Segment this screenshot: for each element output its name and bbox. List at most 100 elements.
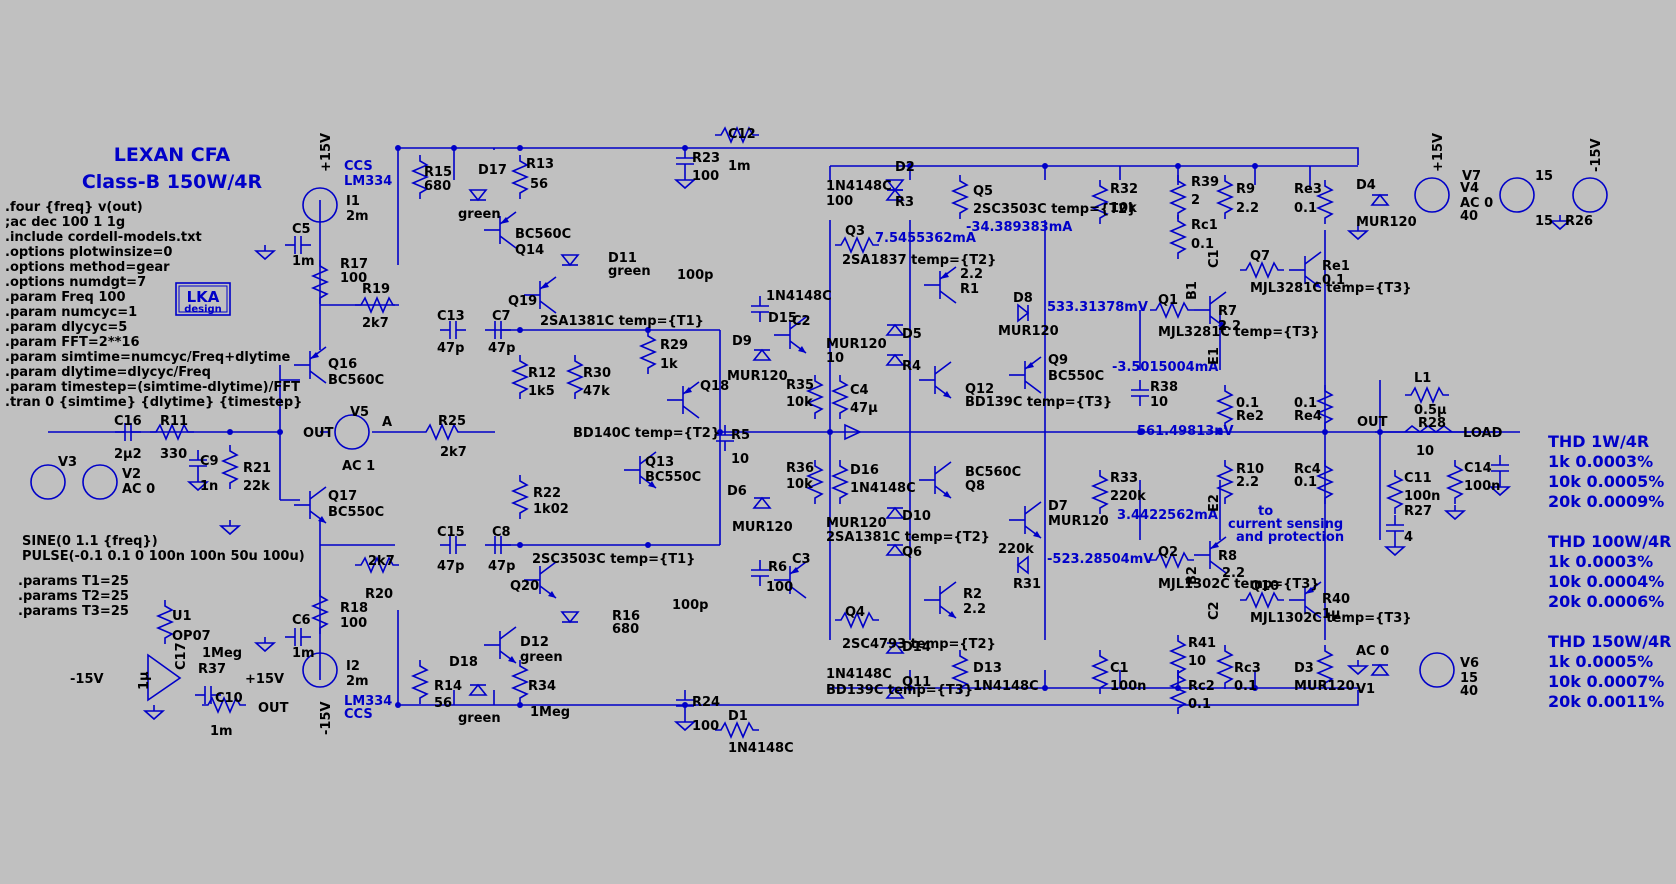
label-r24-name: D1 [728, 709, 748, 724]
label-q1-value: 2.2 [1218, 319, 1241, 334]
label-r23-name: C12 [728, 127, 756, 142]
title-line1: LEXAN CFA [114, 144, 231, 166]
label-d18-value: green [458, 711, 501, 726]
label-r3-name: Q3 [845, 224, 865, 239]
label-r34-value: OP07 [172, 629, 211, 644]
label-q5-value: 100p [677, 268, 713, 283]
label-c16-value: 2μ2 [114, 447, 142, 462]
rail-neg-v7: -15V [1589, 138, 1604, 172]
e2-label: E2 [1207, 494, 1222, 512]
thd-1-row-0: 1k 0.0003% [1548, 552, 1653, 571]
label-v4-name: V6 [1460, 656, 1479, 671]
label-rc4-name: D3 [1294, 661, 1314, 676]
net-load: LOAD [1463, 426, 1503, 441]
label-c9-value: 1n [200, 479, 218, 494]
label-r16-name: R14 [434, 679, 462, 694]
directive-10: .param simtime=numcyc/Freq+dlytime [5, 350, 291, 365]
label-r40-name: R41 [1188, 636, 1216, 651]
label-v4-value: 15 [1460, 671, 1478, 686]
label-c5-value: 1m [292, 254, 315, 269]
label-d14-value: BD139C temp={T3} [826, 683, 973, 698]
thd-1-row-2: 20k 0.0006% [1548, 592, 1664, 611]
label-c10-name: R23 [692, 151, 720, 166]
label-r5-name: R36 [786, 461, 814, 476]
b1-label: B1 [1185, 281, 1200, 300]
rail-pos-i1: +15V [319, 133, 334, 172]
label-v1-name: V4 [1460, 181, 1479, 196]
label-q11-name: Q12 [965, 382, 994, 397]
label-r10-name: Q2 [1158, 545, 1178, 560]
label-c9-name: C9 [200, 454, 219, 469]
label-re3-value: 0.1 [1294, 396, 1317, 411]
label-c4-value: 10 [731, 452, 749, 467]
label-q8-value: BC550C [1048, 369, 1104, 384]
label-r17-value: 100 [340, 271, 367, 286]
label-r13-value: 56 [530, 177, 548, 192]
label-d1-name: D2 [895, 160, 915, 175]
thd-0-row-0: 1k 0.0003% [1548, 452, 1653, 471]
label-r36-name: D16 [850, 463, 879, 478]
directive-3: .options plotwinsize=0 [5, 245, 172, 260]
label-r24-value: 1N4148C [728, 741, 794, 756]
label-d14-name: Q11 [902, 675, 931, 690]
label-u1-ref: C17 [174, 642, 189, 670]
label-rc2-name: Rc3 [1234, 661, 1261, 676]
label-r21-name: R21 [243, 461, 271, 476]
label-r35-name: C4 [850, 383, 869, 398]
label-r35-value: 47μ [850, 401, 878, 416]
label-d4-name: V1 [1356, 682, 1375, 697]
label-r28-value: 100n [1404, 489, 1440, 504]
label-r25-value: 2k7 [440, 445, 467, 460]
label-i2-name: I2 [346, 659, 360, 674]
label-r14-name: R34 [528, 679, 556, 694]
thd-2-row-0: 1k 0.0005% [1548, 652, 1653, 671]
label-c6-name: C6 [292, 613, 311, 628]
label-q9-name: D7 [1048, 499, 1068, 514]
label-r18-name: R18 [340, 601, 368, 616]
label-d10-name: Q6 [902, 545, 922, 560]
label-d17-name: D17 [478, 163, 507, 178]
label-r22-value: 1k02 [533, 502, 569, 517]
label-r9-name: Q1 [1158, 293, 1178, 308]
label-c15-value: 47p [437, 559, 464, 574]
label-q2-name: R8 [1218, 549, 1237, 564]
label-d7-name: D8 [1013, 291, 1033, 306]
label-i1-value: 2m [346, 209, 369, 224]
label-q2-value: 2.2 [1222, 566, 1245, 581]
label-r22-name: R22 [533, 486, 561, 501]
label-r7-name: Q7 [1250, 249, 1270, 264]
label-r1-name: Q5 [973, 184, 993, 199]
label-c1-value: 10 [1150, 395, 1168, 410]
label-r7-value: MJL3281C temp={T3} [1250, 281, 1412, 296]
label-q7-name: Re1 [1322, 259, 1350, 274]
label-rc3-name: Re3 [1294, 182, 1322, 197]
label-r33-name: C1 [1110, 661, 1129, 676]
measure-5: 3.4422562mA [1117, 508, 1218, 523]
label-c8-name: C8 [492, 525, 511, 540]
label-c17-value: 1Meg [202, 646, 242, 661]
label-c11-value: 4 [1404, 530, 1413, 545]
label-r16-value: 56 [434, 696, 452, 711]
label-r25-name: R25 [438, 414, 466, 429]
c1-label: C1 [1207, 249, 1222, 268]
label-d2-value: 100 [826, 194, 853, 209]
label-d1-value: 1N4148C [826, 179, 892, 194]
directive-2: .include cordell-models.txt [5, 230, 202, 245]
param-t2: .params T2=25 [18, 589, 129, 604]
label-r30-name: R30 [583, 366, 611, 381]
label-r38-value: 2 [1191, 193, 1200, 208]
label-v2-value: AC 0 [122, 482, 155, 497]
label-d9-name: D5 [902, 327, 922, 342]
label-v5-name: V5 [350, 405, 369, 420]
label-r21-value: 22k [243, 479, 270, 494]
thd-2-title: THD 150W/4R [1548, 632, 1672, 651]
note-line1: to [1258, 504, 1273, 519]
label-d2-name: R3 [895, 195, 914, 210]
directive-6: .param Freq 100 [5, 290, 126, 305]
rail-neg-op: -15V [70, 672, 104, 687]
logo-line1: LKA [187, 288, 220, 306]
label-r8-name: Q10 [1250, 579, 1279, 594]
label-r32-name: R33 [1110, 471, 1138, 486]
label-d16-value: MUR120 [732, 520, 793, 535]
directive-13: .tran 0 {simtime} {dlytime} {timestep} [5, 395, 302, 410]
